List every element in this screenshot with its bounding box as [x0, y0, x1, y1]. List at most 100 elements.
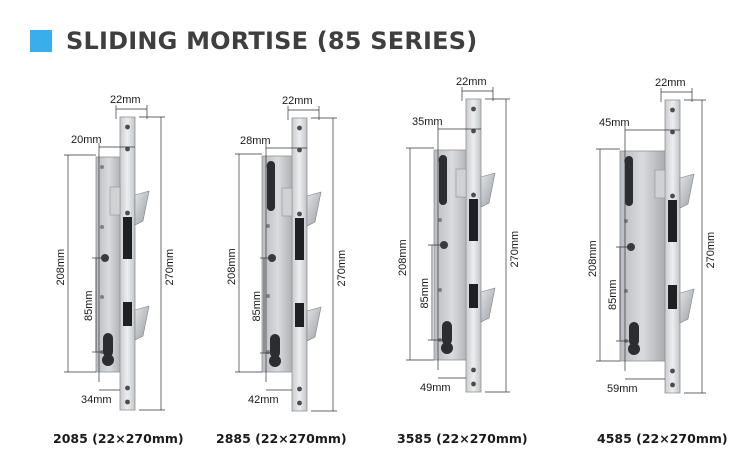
lock-caption: 4585 (22×270mm) [597, 431, 728, 446]
cylinder-round [102, 354, 114, 366]
bottom-dim-label: 42mm [248, 394, 279, 406]
rivet [100, 295, 104, 299]
cylinder-hole [629, 322, 639, 346]
lower-hook [306, 306, 322, 342]
latch-block [455, 168, 467, 198]
rivet [624, 289, 628, 293]
center-distance-label: 85mm [419, 278, 431, 309]
screw-hole [670, 368, 675, 374]
screw-hole [670, 382, 675, 388]
center-distance-label: 85mm [251, 291, 263, 322]
overall-height-label: 270mm [509, 231, 521, 268]
screw-hole [670, 193, 675, 199]
lock-2: 22mm 28mm 270mm 208mm 85mm 42mm 2885 (22×270mm… [216, 95, 348, 446]
backset-label: 35mm [412, 116, 443, 128]
backset-label: 45mm [599, 117, 630, 129]
bolt-window [123, 302, 132, 326]
lock-4: 22mm 45mm 270mm 208mm 85mm 59mm 4585 (22×270mm… [587, 77, 728, 446]
screw-hole [297, 211, 302, 217]
faceplate [291, 117, 308, 412]
screw-hole [297, 386, 302, 392]
upper-hook [134, 190, 150, 226]
faceplate-width-label: 22mm [655, 77, 686, 89]
cylinder-round [441, 342, 453, 354]
cylinder-hole [270, 334, 280, 358]
lock-caption: 2885 (22×270mm) [216, 431, 347, 446]
center-distance-label: 85mm [83, 290, 95, 321]
screw-hole [125, 385, 130, 391]
bottom-dim-label: 34mm [81, 394, 112, 406]
center-distance-label: 85mm [607, 279, 619, 310]
screw-hole [471, 128, 476, 134]
bottom-dim-label: 59mm [607, 383, 638, 395]
latch-window [469, 199, 478, 241]
cylinder-hole [442, 321, 452, 345]
bottom-dim-label: 49mm [420, 382, 451, 394]
upper-hook [679, 173, 695, 209]
rivet [438, 288, 442, 292]
lower-hook [134, 305, 150, 341]
upper-hook [480, 172, 496, 208]
page-title: SLIDING MORTISE (85 SERIES) [66, 27, 478, 55]
cylinder-hole [103, 333, 113, 357]
screw-hole [125, 399, 130, 405]
screw-hole [125, 210, 130, 216]
screw-hole [471, 192, 476, 198]
screw-hole [125, 146, 130, 152]
accent-square [30, 30, 52, 52]
rivet [100, 225, 104, 229]
faceplate-width-label: 22mm [456, 76, 487, 88]
lock-caption: 3585 (22×270mm) [397, 431, 528, 446]
rivet [266, 224, 270, 228]
backset-label: 28mm [240, 135, 271, 147]
faceplate [664, 99, 681, 394]
cylinder-round [269, 355, 281, 367]
lock-caption: 2085 (22×270mm) [53, 431, 184, 446]
bolt-window [469, 284, 478, 308]
faceplate [119, 116, 136, 411]
latch-block [654, 169, 666, 199]
screw-hole [471, 106, 476, 112]
screw-hole [125, 124, 130, 130]
backset-label: 20mm [71, 134, 102, 146]
lock-height-label: 208mm [55, 249, 67, 286]
latch-window [668, 200, 677, 242]
screw-hole [670, 129, 675, 135]
overall-height-label: 270mm [336, 250, 348, 287]
faceplate-width-label: 22mm [110, 94, 141, 106]
lock-height-label: 208mm [226, 248, 238, 285]
faceplate-width-label: 22mm [282, 95, 313, 107]
bolt-window [295, 303, 304, 327]
lower-hook [679, 288, 695, 324]
upper-hook [306, 191, 322, 227]
rivet [266, 350, 270, 354]
header: SLIDING MORTISE (85 SERIES) [30, 26, 477, 56]
lock-height-label: 208mm [397, 239, 409, 276]
latch-window [295, 218, 304, 260]
bolt-window [668, 285, 677, 309]
lower-hook [480, 287, 496, 323]
faceplate [465, 98, 482, 393]
screw-hole [297, 147, 302, 153]
latch-window [123, 217, 132, 259]
screw-hole [471, 367, 476, 373]
screw-hole [297, 400, 302, 406]
rivet [100, 165, 104, 169]
overall-height-label: 270mm [705, 232, 717, 269]
latch-block [281, 187, 293, 217]
lock-1: 22mm 20mm 270mm 208mm 85mm 34mm 2085 (22×270mm… [53, 94, 184, 446]
lock-3: 22mm 35mm 270mm 208mm 85mm 49mm 3585 (22×270mm… [397, 76, 528, 446]
latch-block [109, 186, 121, 216]
screw-hole [297, 125, 302, 131]
spindle-slot [625, 156, 633, 206]
spindle-slot [439, 155, 447, 205]
rivet [266, 294, 270, 298]
spindle-slot [267, 161, 275, 211]
rivet [624, 219, 628, 223]
rivet [438, 218, 442, 222]
screw-hole [670, 107, 675, 113]
lock-height-label: 208mm [587, 240, 599, 277]
screw-hole [471, 381, 476, 387]
overall-height-label: 270mm [164, 249, 176, 286]
